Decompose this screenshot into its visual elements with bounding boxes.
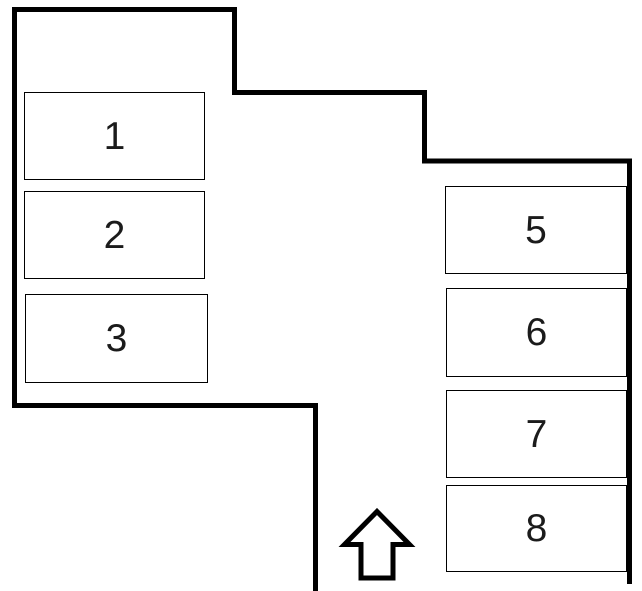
parking-spot-6: 6 bbox=[446, 288, 627, 377]
parking-spot-2: 2 bbox=[24, 191, 205, 279]
spot-number: 8 bbox=[525, 507, 548, 550]
parking-spot-1: 1 bbox=[24, 92, 205, 180]
parking-spot-7: 7 bbox=[446, 390, 627, 478]
parking-spot-3: 3 bbox=[25, 294, 208, 383]
parking-spot-5: 5 bbox=[445, 186, 627, 274]
boundary-wall bbox=[12, 7, 632, 591]
spot-number: 6 bbox=[525, 311, 548, 354]
spot-number: 2 bbox=[103, 213, 126, 257]
spot-number: 5 bbox=[525, 208, 547, 252]
parking-spot-8: 8 bbox=[446, 485, 627, 572]
spot-number: 1 bbox=[103, 114, 126, 158]
up-arrow-icon bbox=[338, 507, 416, 581]
spot-number: 3 bbox=[105, 317, 128, 360]
spot-number: 7 bbox=[525, 412, 548, 456]
